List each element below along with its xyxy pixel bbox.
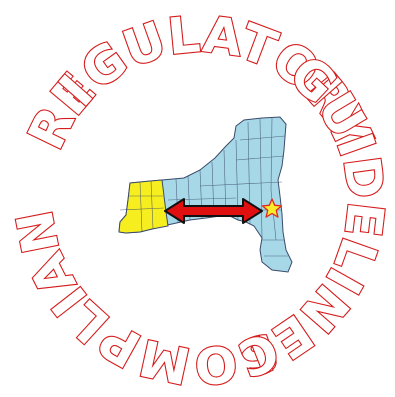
new-york-state-map-icon [118, 116, 293, 273]
star-marker-icon [261, 198, 283, 218]
double-headed-arrow-icon [164, 198, 263, 224]
western-region [118, 179, 169, 234]
